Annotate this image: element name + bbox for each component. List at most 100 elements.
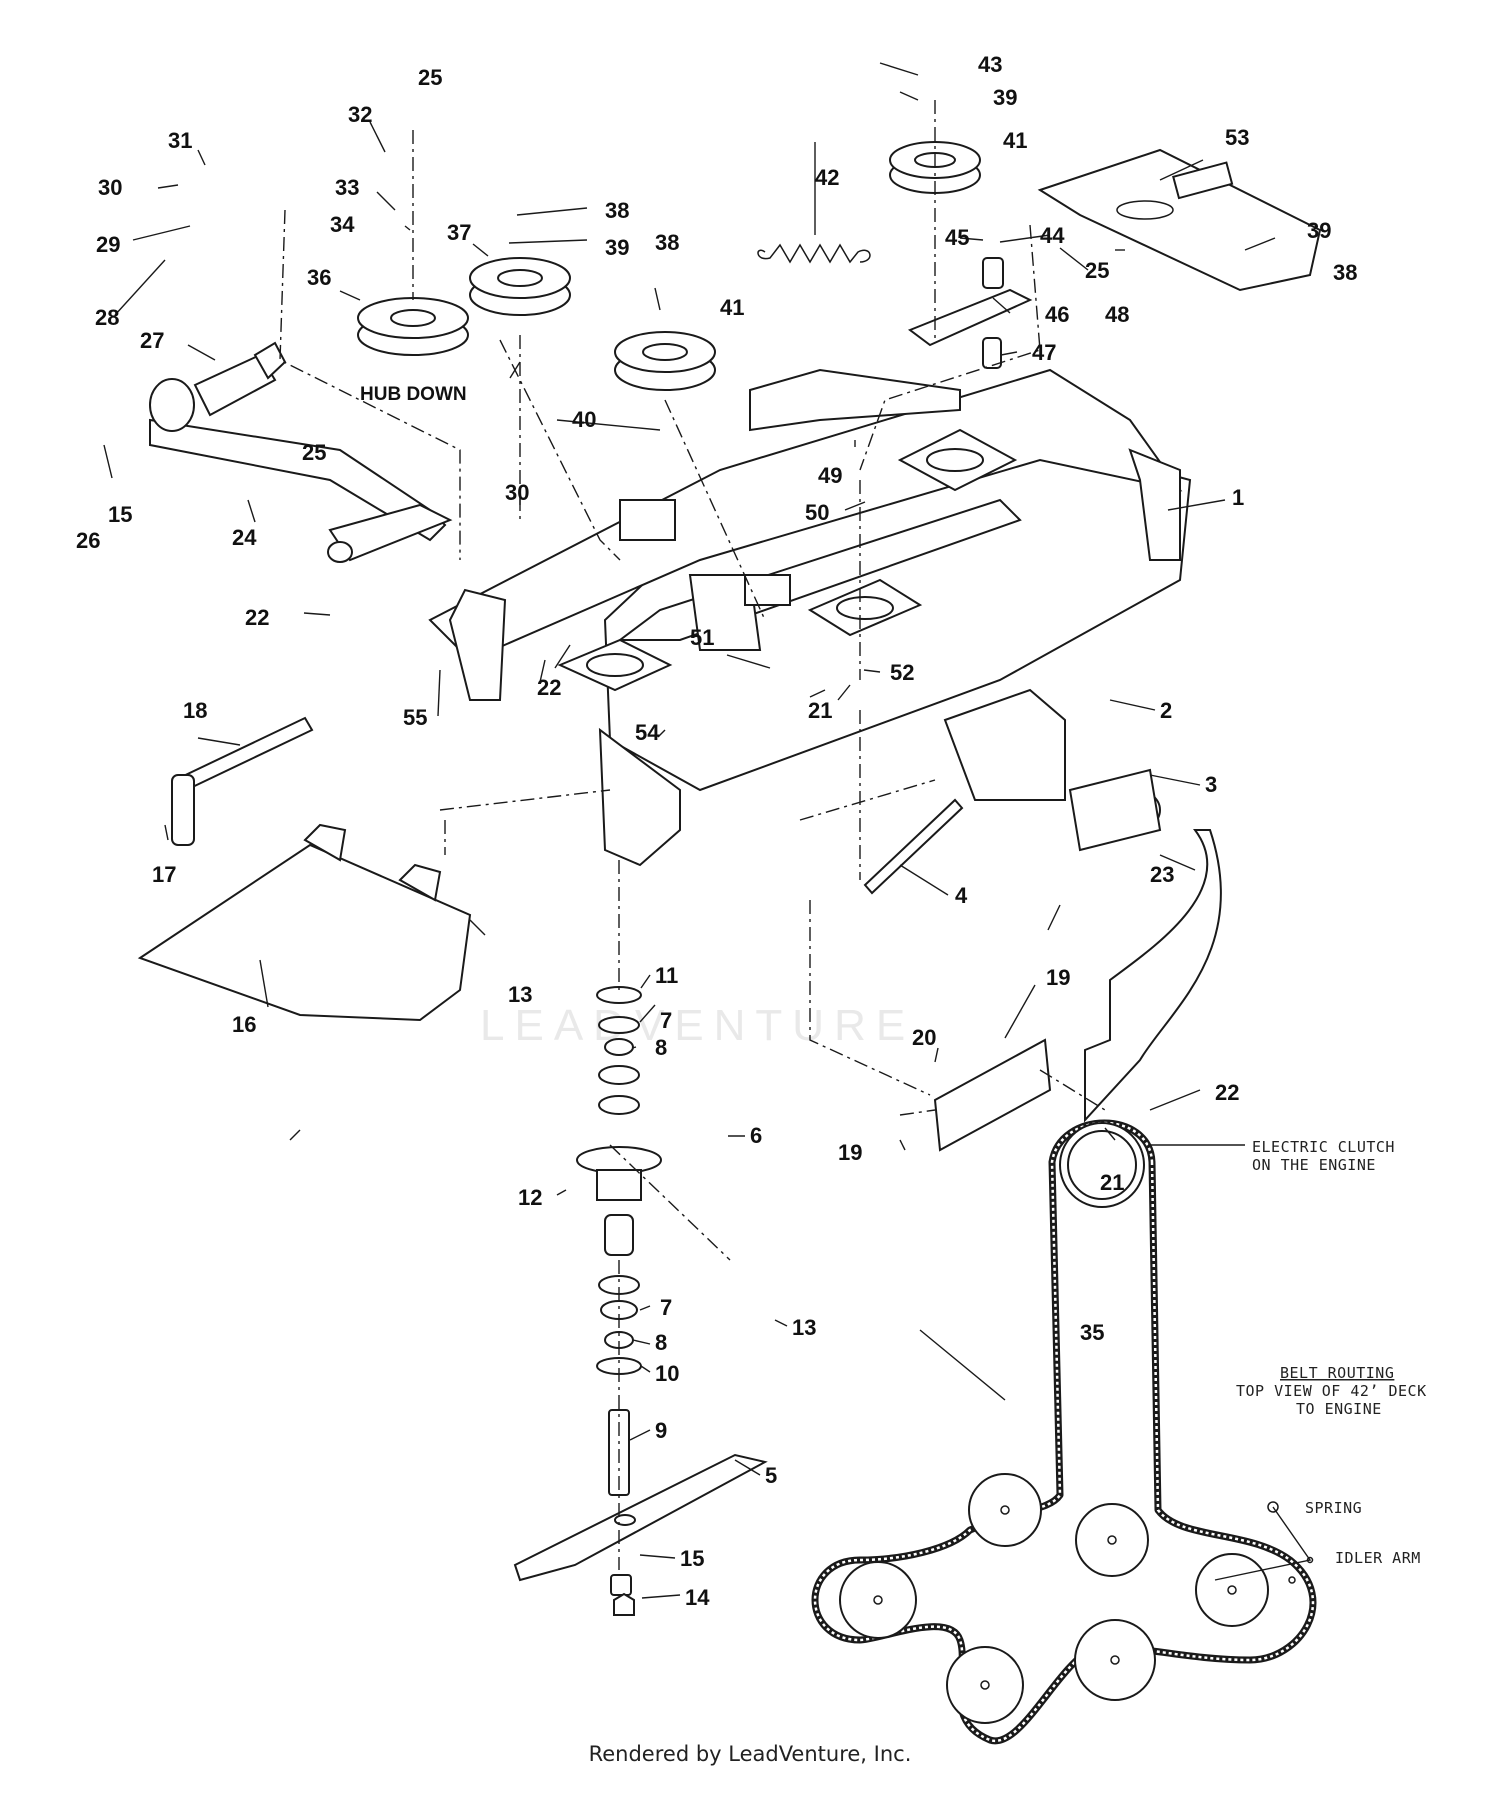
callout-22c: 22 (1215, 1080, 1239, 1105)
anti-scalp-rod (171, 716, 314, 846)
callout-28: 28 (95, 305, 119, 330)
callout-42: 42 (815, 165, 839, 190)
callout-41a: 41 (720, 295, 744, 320)
callout-numbers: 1 2 3 4 5 6 7 7 8 8 9 10 11 12 13 13 14 … (76, 52, 1357, 1610)
callout-11: 11 (655, 963, 678, 988)
callout-25a: 25 (418, 65, 442, 90)
callout-53: 53 (1225, 125, 1249, 150)
callout-3: 3 (1205, 772, 1217, 797)
callout-1: 1 (1232, 485, 1244, 510)
callout-10: 10 (655, 1361, 679, 1386)
callout-22a: 22 (245, 605, 269, 630)
callout-35: 35 (1080, 1320, 1104, 1345)
callout-7b: 7 (660, 1295, 672, 1320)
idler-arm-46 (907, 288, 1033, 347)
callout-34: 34 (330, 212, 355, 237)
callout-25c: 25 (1085, 258, 1109, 283)
callout-43: 43 (978, 52, 1002, 77)
callout-13b: 13 (792, 1315, 816, 1340)
belt-cover-48 (1037, 148, 1322, 292)
callout-12: 12 (518, 1185, 542, 1210)
callout-7a: 7 (660, 1008, 672, 1033)
callout-22b: 22 (537, 675, 561, 700)
callout-30a: 30 (98, 175, 122, 200)
mower-deck (428, 368, 1192, 867)
bracket-3 (943, 688, 1066, 801)
callout-50: 50 (805, 500, 829, 525)
lift-arm-assembly (149, 341, 453, 563)
callout-30b: 30 (505, 480, 529, 505)
discharge-deflector-16 (137, 843, 472, 1022)
callout-16: 16 (232, 1012, 256, 1037)
callout-39c: 39 (1307, 218, 1331, 243)
callout-8a: 8 (655, 1035, 667, 1060)
callout-17: 17 (152, 862, 176, 887)
callout-14: 14 (685, 1585, 710, 1610)
idler-arm-note: IDLER ARM (1335, 1549, 1421, 1567)
callout-25b: 25 (302, 440, 326, 465)
hub-down-note: HUB DOWN (360, 384, 467, 405)
electric-clutch-note-line2: ON THE ENGINE (1252, 1156, 1376, 1174)
callout-39a: 39 (605, 235, 629, 260)
callout-18: 18 (183, 698, 207, 723)
callout-2: 2 (1160, 698, 1172, 723)
callout-6: 6 (750, 1123, 762, 1148)
callout-48: 48 (1105, 302, 1129, 327)
bushing-46 (982, 257, 1004, 289)
callout-38b: 38 (1333, 260, 1357, 285)
callout-52: 52 (890, 660, 914, 685)
belt-routing-title: BELT ROUTING (1280, 1364, 1394, 1382)
callout-40: 40 (572, 407, 596, 432)
callout-51: 51 (690, 625, 714, 650)
callout-37: 37 (447, 220, 471, 245)
blade-5 (513, 1453, 768, 1582)
spring-note: SPRING (1305, 1499, 1362, 1517)
callout-5: 5 (765, 1463, 777, 1488)
callout-36: 36 (307, 265, 331, 290)
callout-39b: 39 (993, 85, 1017, 110)
callout-8b: 8 (655, 1330, 667, 1355)
callout-49: 49 (818, 463, 842, 488)
belt-routing-diagram (811, 1119, 1317, 1745)
callout-20: 20 (912, 1025, 936, 1050)
callout-9: 9 (655, 1418, 667, 1443)
callout-leaders (103, 62, 1276, 1599)
callout-21b: 21 (1100, 1170, 1124, 1195)
callout-38c: 38 (655, 230, 679, 255)
callout-26: 26 (76, 528, 100, 553)
footer-credit: Rendered by LeadVenture, Inc. (588, 1742, 912, 1766)
callout-32: 32 (348, 102, 372, 127)
pulley-37 (469, 257, 571, 316)
callout-44: 44 (1040, 223, 1065, 248)
callout-45: 45 (945, 225, 969, 250)
pulley-41-center (614, 331, 716, 391)
callout-38a: 38 (605, 198, 629, 223)
callout-41b: 41 (1003, 128, 1027, 153)
callout-31: 31 (168, 128, 192, 153)
pin-4 (863, 798, 964, 895)
callout-33: 33 (335, 175, 359, 200)
callout-4: 4 (955, 883, 968, 908)
callout-46: 46 (1045, 302, 1069, 327)
spindle-assembly (576, 986, 662, 1496)
callout-13a: 13 (508, 982, 532, 1007)
spacer-47 (982, 337, 1002, 369)
callout-54: 54 (635, 720, 660, 745)
belt-routing-line1: TOP VIEW OF 42’ DECK (1236, 1382, 1427, 1400)
callout-19b: 19 (838, 1140, 862, 1165)
pulley-36 (357, 297, 469, 356)
callout-29: 29 (96, 232, 120, 257)
watermark-text: LEADVENTURE (480, 1001, 915, 1050)
electric-clutch-note-line1: ELECTRIC CLUTCH (1252, 1138, 1395, 1156)
callout-15a: 15 (108, 502, 132, 527)
callout-15b: 15 (680, 1546, 704, 1571)
callout-55: 55 (403, 705, 427, 730)
plate-20 (933, 1038, 1052, 1152)
belt-guard-23 (1084, 829, 1222, 1123)
callout-19a: 19 (1046, 965, 1070, 990)
exploded-view-lines (279, 100, 1106, 1570)
decal-53 (1172, 161, 1234, 200)
belt-routing-line2: TO ENGINE (1296, 1400, 1382, 1418)
callout-24: 24 (232, 525, 257, 550)
